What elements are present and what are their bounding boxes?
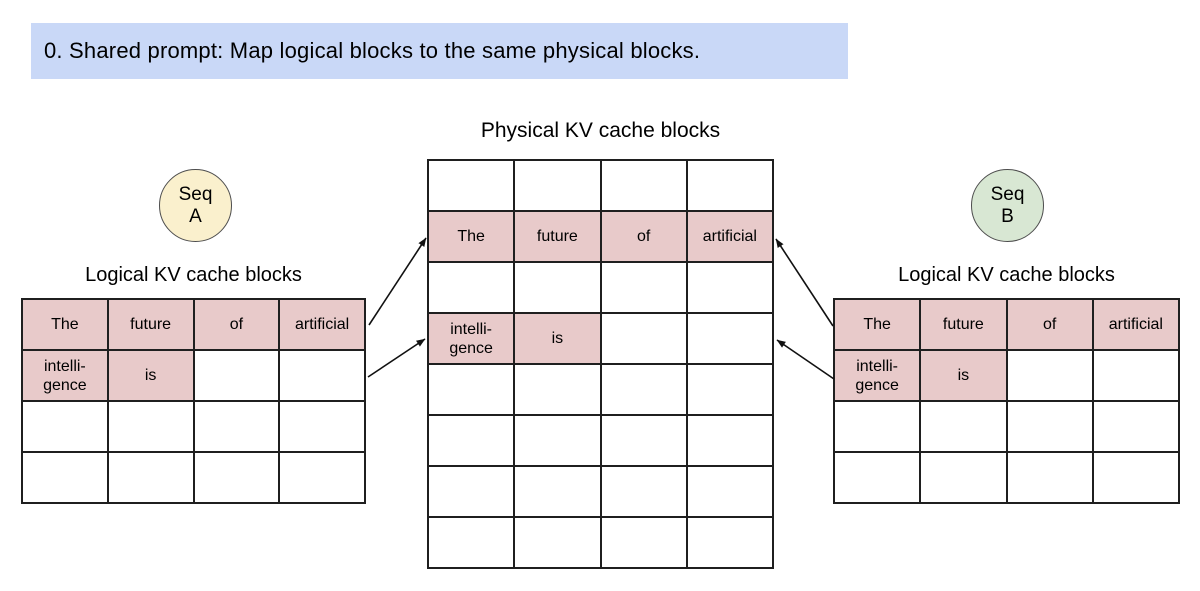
kv-cell-filled: is [513, 312, 602, 365]
arrow-seq-b-block1-to-physical [776, 339, 835, 380]
kv-block-row [426, 363, 775, 416]
kv-cell-empty [513, 159, 602, 212]
kv-cell-empty [426, 414, 516, 467]
kv-cell-filled: artificial [685, 210, 775, 263]
kv-cell-empty [599, 414, 688, 467]
kv-cell-filled: future [513, 210, 602, 263]
kv-cell-empty [192, 349, 281, 402]
kv-cell-empty [192, 451, 281, 504]
kv-cell-empty [1005, 400, 1094, 453]
kv-block-row [832, 400, 1181, 453]
kv-block-row [426, 465, 775, 518]
kv-cell-empty [599, 159, 688, 212]
kv-cell-empty [106, 451, 195, 504]
kv-cell-empty [513, 261, 602, 314]
step-banner-text: 0. Shared prompt: Map logical blocks to … [44, 38, 701, 63]
kv-block-row [426, 414, 775, 467]
kv-cell-filled: intelli- gence [832, 349, 922, 402]
logical-table-b-title: Logical KV cache blocks [898, 264, 1115, 286]
kv-cell-empty [278, 400, 366, 453]
kv-cell-empty [1091, 400, 1181, 453]
kv-cell-empty [278, 451, 366, 504]
kv-cell-empty [426, 516, 516, 569]
arrow-seq-b-block0-to-physical [775, 238, 834, 327]
kv-cell-filled: The [426, 210, 516, 263]
kv-cell-empty [192, 400, 281, 453]
kv-cell-empty [685, 516, 775, 569]
kv-cell-filled: future [106, 298, 195, 351]
kv-cell-filled: The [832, 298, 922, 351]
kv-cell-empty [919, 400, 1008, 453]
sequence-b-badge: Seq B [971, 169, 1044, 242]
kv-cell-filled: is [919, 349, 1008, 402]
kv-cell-empty [832, 451, 922, 504]
kv-cell-filled: of [1005, 298, 1094, 351]
kv-cell-filled: The [21, 298, 109, 351]
kv-cell-empty [685, 261, 775, 314]
kv-cell-empty [426, 465, 516, 518]
arrow-seq-a-block0-to-physical [368, 237, 427, 326]
physical-table-title: Physical KV cache blocks [480, 119, 721, 142]
kv-cell-filled: intelli- gence [21, 349, 109, 402]
kv-cell-filled: artificial [1091, 298, 1181, 351]
kv-cell-empty [513, 516, 602, 569]
sequence-a-label-line2: A [189, 205, 202, 227]
kv-cell-empty [513, 363, 602, 416]
kv-cell-empty [599, 312, 688, 365]
arrow-seq-a-block1-to-physical [367, 338, 426, 378]
kv-cell-empty [599, 363, 688, 416]
kv-cell-empty [685, 414, 775, 467]
kv-cell-filled: intelli- gence [426, 312, 516, 365]
kv-cell-empty [599, 465, 688, 518]
kv-block-row [21, 400, 366, 453]
kv-cell-empty [832, 400, 922, 453]
kv-cell-filled: artificial [278, 298, 366, 351]
kv-cell-empty [278, 349, 366, 402]
kv-cell-empty [599, 261, 688, 314]
kv-cell-filled: is [106, 349, 195, 402]
kv-cell-empty [426, 159, 516, 212]
kv-cell-empty [513, 465, 602, 518]
kv-cell-empty [1005, 349, 1094, 402]
kv-cell-empty [685, 465, 775, 518]
kv-cell-empty [21, 400, 109, 453]
kv-cell-empty [919, 451, 1008, 504]
kv-cell-empty [1005, 451, 1094, 504]
kv-block-row [21, 451, 366, 504]
kv-cell-filled: future [919, 298, 1008, 351]
kv-block-row [426, 159, 775, 212]
sequence-a-label-line1: Seq [178, 183, 213, 205]
kv-block-row [426, 261, 775, 314]
step-banner: 0. Shared prompt: Map logical blocks to … [31, 23, 848, 79]
kv-cell-empty [426, 363, 516, 416]
kv-cell-empty [426, 261, 516, 314]
kv-cell-empty [685, 159, 775, 212]
kv-cell-empty [599, 516, 688, 569]
kv-cell-empty [685, 363, 775, 416]
kv-cell-empty [1091, 349, 1181, 402]
kv-cell-empty [685, 312, 775, 365]
kv-cell-filled: of [192, 298, 281, 351]
logical-table-a-title: Logical KV cache blocks [85, 264, 302, 286]
kv-cell-empty [513, 414, 602, 467]
sequence-a-badge: Seq A [159, 169, 232, 242]
kv-block-row [426, 516, 775, 569]
sequence-b-label-line1: Seq [990, 183, 1025, 205]
kv-cell-filled: of [599, 210, 688, 263]
kv-cell-empty [1091, 451, 1181, 504]
sequence-b-label-line2: B [1001, 205, 1014, 227]
kv-cell-empty [106, 400, 195, 453]
kv-block-row [832, 451, 1181, 504]
kv-cell-empty [21, 451, 109, 504]
